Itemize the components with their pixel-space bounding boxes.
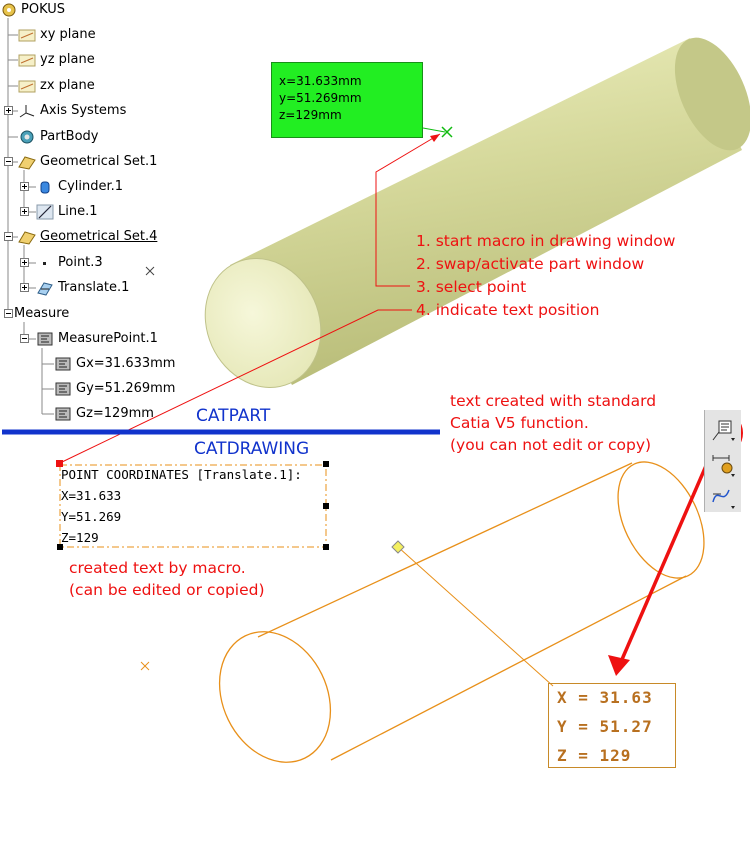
step-1: 1. start macro in drawing window (416, 232, 676, 250)
macro-text-box[interactable]: POINT COORDINATES [Translate.1]: X=31.63… (58, 464, 326, 548)
curve-tool-icon[interactable] (709, 482, 737, 510)
macro-text-frame (56, 460, 329, 550)
macro-text-y: Y=51.269 (61, 509, 122, 524)
tree-item-label: Gz=129mm (76, 406, 154, 421)
tree-item-label: Translate.1 (58, 280, 130, 295)
cylinder-3d[interactable] (185, 26, 750, 406)
cylinder-icon (40, 181, 50, 194)
standard-note-line: text created with standard (450, 392, 657, 410)
dimension-tool-icon[interactable] (709, 450, 737, 478)
tree-item-label: Geometrical Set.1 (40, 154, 158, 169)
step-4: 4. indicate text position (416, 301, 600, 319)
collapse-icon[interactable] (4, 309, 13, 318)
standard-note-line: (you can not edit or copy) (450, 436, 652, 454)
tooltip-y: y=51.269mm (279, 91, 362, 105)
step-2: 2. swap/activate part window (416, 255, 645, 273)
expand-icon[interactable] (4, 106, 13, 115)
red-leader-select (375, 133, 441, 287)
tree-item-label: Cylinder.1 (58, 179, 124, 194)
macro-note: created text by macro. (can be edited or… (69, 557, 265, 601)
tree-item-label: xy plane (40, 27, 96, 42)
tree-root-label: POKUS (21, 2, 66, 17)
collapse-icon[interactable] (4, 157, 13, 166)
arrow-head (430, 134, 440, 142)
orange-leader (397, 546, 554, 687)
text-template-icon[interactable] (709, 416, 737, 444)
catia-text-y: Y = 51.27 (557, 717, 653, 736)
line-icon (36, 204, 54, 220)
tree-item-label: Line.1 (58, 204, 98, 219)
plane-icon (18, 54, 36, 67)
tooltip-leader (422, 127, 446, 133)
macro-text-x: X=31.633 (61, 488, 122, 503)
catia-text-box[interactable]: X = 31.63 Y = 51.27 Z = 129 (548, 683, 676, 768)
plane-icon (18, 29, 36, 42)
tree-item-label: Point.3 (58, 255, 103, 270)
x-mark-icon (145, 266, 155, 276)
standard-note-line: Catia V5 function. (450, 414, 589, 432)
axis-system-icon (19, 105, 35, 118)
cylinder-2d[interactable] (198, 448, 721, 781)
measure-icon (55, 357, 71, 371)
tree-item-label: Gx=31.633mm (76, 356, 176, 371)
geometrical-set-icon (18, 231, 36, 245)
plane-icon (18, 80, 36, 93)
measure-icon (55, 382, 71, 396)
macro-text-title: POINT COORDINATES [Translate.1]: (61, 467, 302, 482)
point-icon (43, 262, 46, 265)
collapse-icon[interactable] (20, 334, 29, 343)
tree-item-label: MeasurePoint.1 (58, 331, 158, 346)
coordinate-tooltip: x=31.633mm y=51.269mm z=129mm (271, 62, 423, 138)
catpart-label: CATPART (196, 406, 271, 426)
tree-item-label: Measure (14, 306, 70, 321)
expand-icon[interactable] (20, 283, 29, 292)
red-arrow (618, 451, 714, 665)
part-icon (2, 3, 16, 17)
tree-item-label: Geometrical Set.4 (40, 229, 158, 244)
tree-item-label: PartBody (40, 129, 99, 144)
measure-icon (37, 332, 53, 346)
standard-note: text created with standard Catia V5 func… (450, 390, 656, 456)
expand-icon[interactable] (20, 207, 29, 216)
tree-item-label: zx plane (40, 78, 95, 93)
drawing-toolbar (704, 410, 741, 512)
red-leader-position (61, 309, 412, 463)
catdrawing-label: CATDRAWING (194, 439, 310, 459)
catia-text-x: X = 31.63 (557, 688, 653, 707)
expand-icon[interactable] (20, 258, 29, 267)
expand-icon[interactable] (20, 182, 29, 191)
translate-icon (37, 282, 53, 296)
tree-item-label: yz plane (40, 52, 95, 67)
x-mark-icon (140, 661, 150, 671)
catia-text-z: Z = 129 (557, 746, 632, 765)
collapse-icon[interactable] (4, 232, 13, 241)
tree-item-label: Gy=51.269mm (76, 381, 176, 396)
macro-text-z: Z=129 (61, 530, 99, 545)
step-3: 3. select point (416, 278, 527, 296)
macro-note-line: (can be edited or copied) (69, 581, 265, 599)
point-marker-3d[interactable] (441, 126, 453, 138)
tree-item-label: Axis Systems (40, 103, 127, 118)
measure-icon (55, 407, 71, 421)
red-arrow-head (608, 655, 630, 676)
geometrical-set-icon (18, 156, 36, 170)
partbody-gear-icon (20, 130, 34, 144)
tooltip-z: z=129mm (279, 108, 342, 122)
macro-note-line: created text by macro. (69, 559, 246, 577)
point-marker-2d[interactable] (391, 540, 405, 554)
tooltip-x: x=31.633mm (279, 74, 362, 88)
